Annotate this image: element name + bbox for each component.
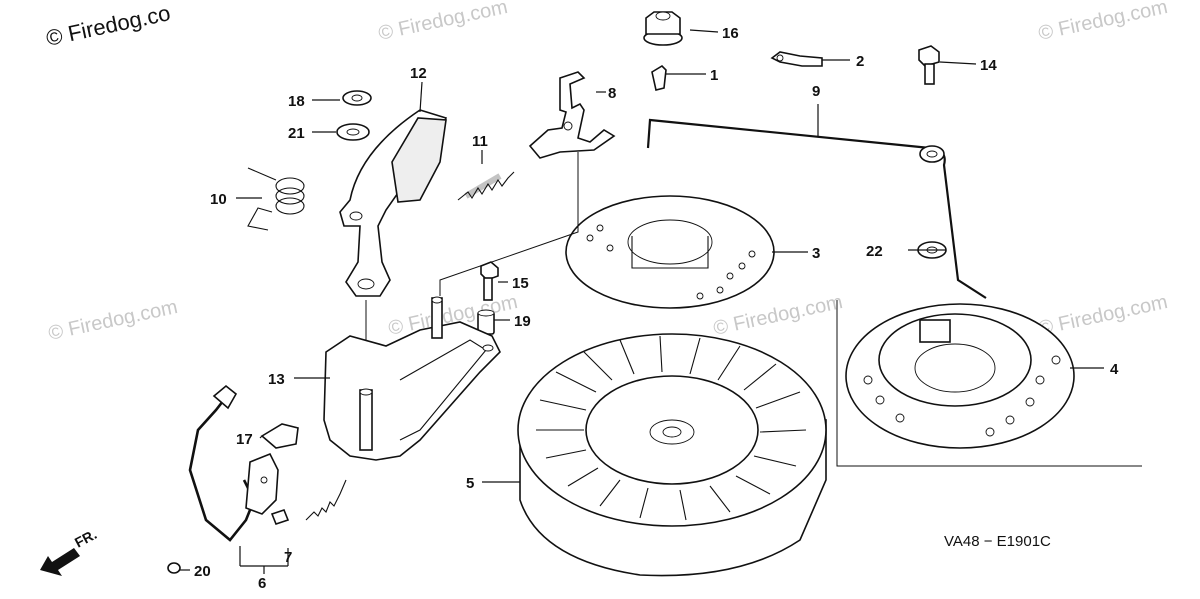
callout-6[interactable]: 6 xyxy=(258,575,266,592)
part-11-spring xyxy=(457,171,515,201)
part-3-plate xyxy=(565,195,775,309)
callout-7[interactable]: 7 xyxy=(284,549,292,566)
watermark-top-center: © Firedog.com xyxy=(376,0,509,45)
part-20-screw xyxy=(167,562,181,574)
callout-16[interactable]: 16 xyxy=(722,25,739,42)
part-10-spring xyxy=(247,167,305,231)
callout-21[interactable]: 21 xyxy=(288,125,305,142)
callout-3[interactable]: 3 xyxy=(812,245,820,262)
watermark-right: © Firedog.com xyxy=(1036,291,1169,340)
part-5-flywheel xyxy=(517,333,827,577)
part-8-arm xyxy=(528,71,616,159)
part-9-rod xyxy=(646,118,987,299)
callout-2[interactable]: 2 xyxy=(856,53,864,70)
front-label: FR. xyxy=(72,526,99,551)
callout-12[interactable]: 12 xyxy=(410,65,427,82)
front-direction-indicator: FR. xyxy=(40,526,99,576)
part-7-spring xyxy=(305,479,347,521)
part-21-washer xyxy=(336,123,370,141)
reference-lines xyxy=(365,152,1142,467)
callout-18[interactable]: 18 xyxy=(288,93,305,110)
part-1-key xyxy=(651,64,667,91)
part-2-bracket xyxy=(770,51,823,67)
callout-15[interactable]: 15 xyxy=(512,275,529,292)
callout-14[interactable]: 14 xyxy=(980,57,997,74)
part-18-clip xyxy=(342,90,372,106)
callout-5[interactable]: 5 xyxy=(466,475,474,492)
callout-20[interactable]: 20 xyxy=(194,563,211,580)
part-4-cup xyxy=(845,303,1075,449)
callout-13[interactable]: 13 xyxy=(268,371,285,388)
front-arrow-icon xyxy=(40,548,80,576)
part-13-base-plate xyxy=(323,296,501,461)
part-19-collar xyxy=(477,309,495,335)
leader-lines xyxy=(180,29,1104,574)
diagram-code: VA48 − E1901C xyxy=(944,533,1051,550)
callout-1[interactable]: 1 xyxy=(710,67,718,84)
part-17-clip xyxy=(260,423,299,449)
callout-22[interactable]: 22 xyxy=(866,243,883,260)
callouts: 16 1 2 14 8 9 3 22 4 5 12 18 21 10 11 15… xyxy=(194,25,1119,592)
watermark-left: © Firedog.com xyxy=(46,296,179,345)
part-12-brake-arm xyxy=(339,109,448,297)
watermark-center: © Firedog.com xyxy=(711,291,844,340)
part-6-switch-assembly xyxy=(188,384,290,542)
watermark-top-right: © Firedog.com xyxy=(1036,0,1169,45)
callout-10[interactable]: 10 xyxy=(210,191,227,208)
callout-19[interactable]: 19 xyxy=(514,313,531,330)
callout-8[interactable]: 8 xyxy=(608,85,616,102)
callout-11[interactable]: 11 xyxy=(472,133,488,150)
callout-4[interactable]: 4 xyxy=(1110,361,1119,378)
watermark-main: © Firedog.co xyxy=(44,0,173,51)
callout-9[interactable]: 9 xyxy=(812,83,820,100)
part-14-bolt xyxy=(918,45,940,85)
part-16-flange-nut xyxy=(643,11,683,46)
callout-17[interactable]: 17 xyxy=(236,431,253,448)
